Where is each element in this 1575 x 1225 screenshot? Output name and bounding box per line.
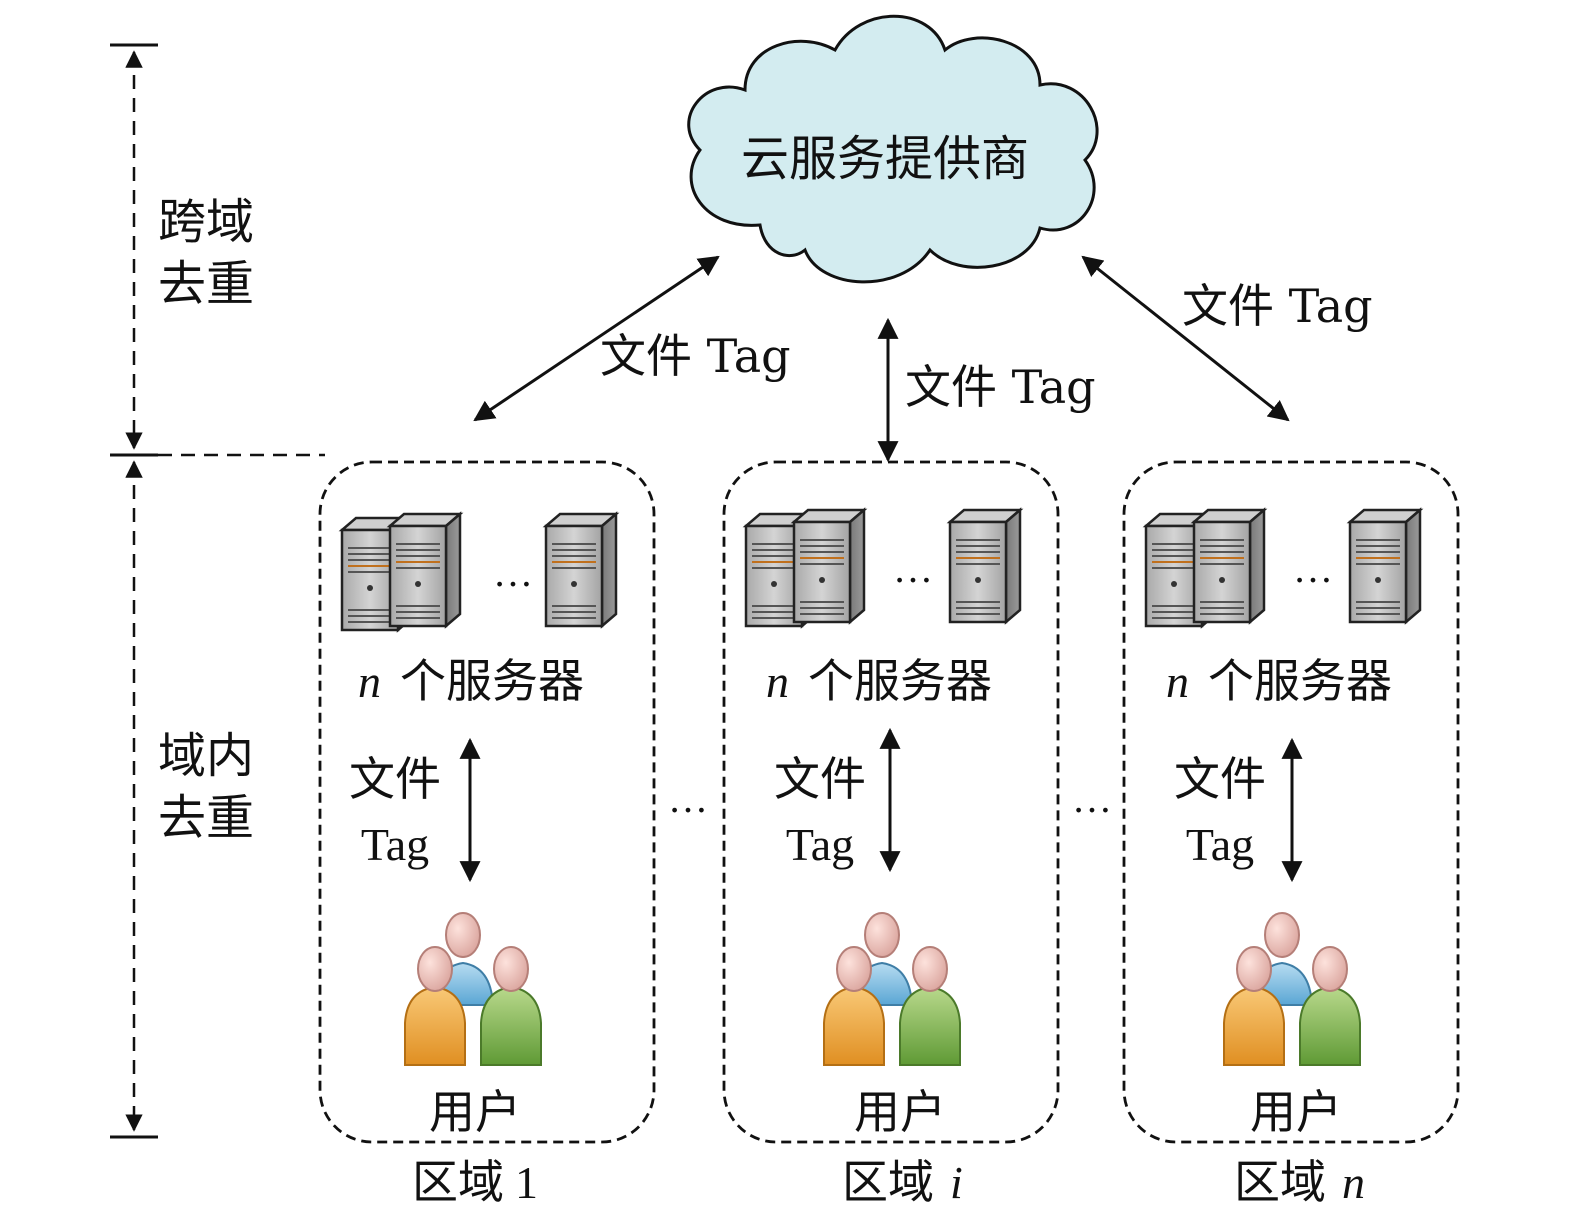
- server-count-label: 个服务器: [1208, 654, 1392, 708]
- link-label-region-1: 文件 Tag: [600, 329, 791, 383]
- region-index: 1: [515, 1157, 538, 1208]
- region-n: … n 个服务器 文件 Tag 用户 区域 n: [1122, 460, 1460, 1209]
- link-label-line2: Tag: [786, 819, 854, 870]
- link-label-line1: 文件: [774, 752, 866, 806]
- region-boundary: [318, 460, 656, 1144]
- link-label-line2: Tag: [1186, 819, 1254, 870]
- user-group-icon: [1223, 912, 1361, 1066]
- cloud-icon: [687, 14, 1099, 284]
- region-boundary: [722, 460, 1060, 1144]
- user-group-icon: [823, 912, 961, 1066]
- region-boundary: [1122, 460, 1460, 1144]
- server-icon: [388, 512, 462, 628]
- server-icon: [948, 508, 1022, 624]
- users-label: 用户: [429, 1085, 521, 1139]
- user-group-icon: [404, 912, 542, 1066]
- link-label-region-n: 文件 Tag: [1182, 279, 1373, 333]
- intra-domain-label-line2: 去重: [158, 790, 254, 846]
- server-ellipsis: …: [493, 550, 533, 595]
- region-ellipsis-2: …: [1072, 776, 1112, 821]
- link-label-region-i: 文件 Tag: [905, 360, 1096, 414]
- cloud-links: 文件 Tag 文件 Tag 文件 Tag: [473, 255, 1373, 463]
- server-count-prefix: n: [766, 656, 789, 707]
- intra-domain-label-line1: 域内: [158, 728, 254, 784]
- link-arrow-region-1: [473, 255, 720, 422]
- region-name: 区域: [1234, 1155, 1326, 1209]
- users-label: 用户: [854, 1085, 946, 1139]
- region-i: … n 个服务器 文件 Tag 用户 区域 i: [722, 460, 1060, 1209]
- server-count-prefix: n: [358, 656, 381, 707]
- cross-domain-label-line1: 跨域: [158, 194, 254, 250]
- server-icon: [544, 512, 618, 628]
- region-name: 区域: [412, 1155, 504, 1209]
- region-1: … n 个服务器 文件 Tag 用户 区域 1: [318, 460, 656, 1209]
- region-index: n: [1342, 1157, 1365, 1208]
- region-ellipsis-1: …: [668, 776, 708, 821]
- cross-domain-label-line2: 去重: [158, 256, 254, 312]
- link-label-line1: 文件: [349, 752, 441, 806]
- server-count-label: 个服务器: [808, 654, 992, 708]
- link-label-line2: Tag: [361, 819, 429, 870]
- dedup-scale: 跨域 去重 域内 去重: [110, 43, 325, 1139]
- server-count-prefix: n: [1166, 656, 1189, 707]
- link-arrow-region-n: [1081, 255, 1290, 422]
- region-name: 区域: [842, 1155, 934, 1209]
- region-index: i: [950, 1157, 963, 1208]
- link-label-line1: 文件: [1174, 752, 1266, 806]
- server-icon: [1192, 508, 1266, 624]
- cloud-label: 云服务提供商: [741, 131, 1029, 187]
- server-count-label: 个服务器: [400, 654, 584, 708]
- server-icon: [792, 508, 866, 624]
- cloud-service-provider: 云服务提供商: [687, 14, 1099, 284]
- server-ellipsis: …: [1293, 546, 1333, 591]
- server-icon: [1348, 508, 1422, 624]
- server-ellipsis: …: [893, 546, 933, 591]
- users-label: 用户: [1250, 1085, 1342, 1139]
